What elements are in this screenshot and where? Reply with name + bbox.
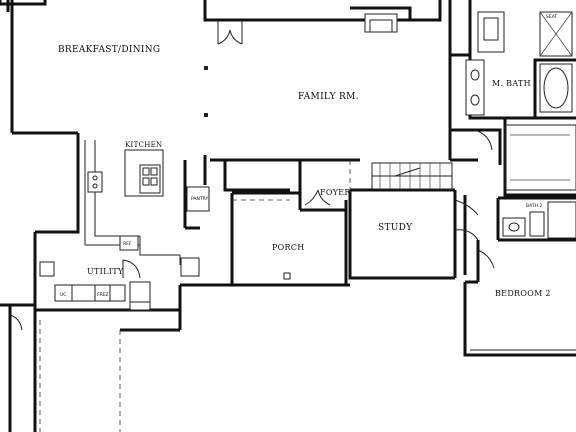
label-breakfast-dining: BREAKFAST/DINING [58, 45, 160, 55]
label-study: STUDY [378, 223, 413, 233]
interior-details [9, 11, 576, 432]
label-frez: FREZ [97, 292, 109, 298]
room-labels: BREAKFAST/DINING FAMILY RM. KITCHEN M. B… [58, 14, 557, 298]
label-pantry: PANTRY [191, 196, 208, 202]
label-kitchen: KITCHEN [125, 141, 162, 149]
label-ref: REF [123, 241, 132, 247]
label-porch: PORCH [272, 243, 305, 252]
label-utility: UTILITY [87, 267, 124, 276]
label-uc: UC [60, 292, 66, 298]
label-seat: SEAT [546, 14, 557, 20]
label-family-room: FAMILY RM. [298, 92, 359, 102]
label-foyer: FOYER [320, 188, 351, 197]
label-bedroom-2: BEDROOM 2 [495, 289, 551, 298]
label-m-bath: M. BATH [492, 79, 531, 88]
label-bath-2: BATH 2 [526, 203, 542, 209]
